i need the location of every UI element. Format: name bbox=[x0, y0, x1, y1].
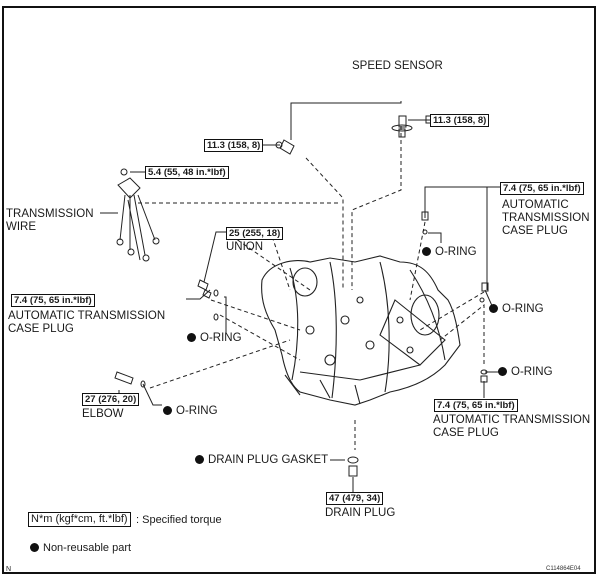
figure-code: C114864E04 bbox=[546, 566, 581, 572]
drain-plug-label: DRAIN PLUG bbox=[325, 507, 396, 519]
union-torque: 25 (255, 18) bbox=[226, 227, 284, 240]
union-label: UNION bbox=[226, 241, 264, 253]
case-plug-left-torque: 7.4 (75, 65 in.*lbf) bbox=[11, 294, 95, 307]
transmission-wire-label: TRANSMISSION WIRE bbox=[6, 208, 94, 234]
o-ring-label-elbow: O-RING bbox=[163, 405, 218, 418]
transmission-wire-torque: 5.4 (55, 48 in.*lbf) bbox=[145, 166, 229, 179]
speed-sensor-label: SPEED SENSOR bbox=[352, 60, 443, 72]
case-plug-top-right-label-line3: CASE PLUG bbox=[502, 225, 568, 237]
legend-non-reusable-text: Non-reusable part bbox=[43, 542, 132, 554]
non-reusable-dot-icon bbox=[498, 367, 507, 376]
o-ring-label-left: O-RING bbox=[187, 332, 242, 345]
elbow-label: ELBOW bbox=[82, 408, 124, 420]
drain-plug-torque: 47 (479, 34) bbox=[326, 492, 384, 505]
o-ring-text: O-RING bbox=[435, 246, 477, 258]
transmission-wire-label-line1: TRANSMISSION bbox=[6, 208, 94, 220]
case-plug-top-right-label-line2: TRANSMISSION bbox=[502, 212, 590, 224]
legend-torque-unit: N*m (kgf*cm, ft.*lbf) bbox=[28, 512, 131, 527]
case-plug-bottom-right-torque: 7.4 (75, 65 in.*lbf) bbox=[434, 399, 518, 412]
o-ring-text: O-RING bbox=[511, 366, 553, 378]
non-reusable-dot-icon bbox=[187, 333, 196, 342]
non-reusable-dot-icon bbox=[489, 304, 498, 313]
leader-lines bbox=[100, 101, 506, 492]
o-ring-label-bottom-right: O-RING bbox=[498, 366, 553, 379]
case-plug-left-label-line1: AUTOMATIC TRANSMISSION bbox=[8, 310, 166, 322]
drain-plug-gasket-text: DRAIN PLUG GASKET bbox=[208, 454, 329, 466]
drain-plug-gasket-label: DRAIN PLUG GASKET bbox=[195, 454, 328, 467]
dashed-lines bbox=[138, 126, 485, 450]
parts bbox=[114, 115, 489, 477]
case-plug-bottom-right-label: AUTOMATIC TRANSMISSION CASE PLUG bbox=[433, 414, 590, 440]
legend-non-reusable: Non-reusable part bbox=[30, 542, 131, 555]
elbow-torque: 27 (276, 20) bbox=[82, 393, 140, 406]
o-ring-text: O-RING bbox=[502, 303, 544, 315]
o-ring-text: O-RING bbox=[176, 405, 218, 417]
case-plug-left-label-line2: CASE PLUG bbox=[8, 323, 74, 335]
transmission-wire-label-line2: WIRE bbox=[6, 221, 37, 233]
case-plug-bottom-right-label-line1: AUTOMATIC TRANSMISSION bbox=[433, 414, 591, 426]
speed-sensor-left-torque: 11.3 (158, 8) bbox=[204, 139, 264, 152]
o-ring-label-right: O-RING bbox=[489, 303, 544, 316]
corner-mark: N bbox=[6, 566, 12, 573]
o-ring-label-top-right: O-RING bbox=[422, 246, 477, 259]
transmission-body bbox=[261, 255, 461, 406]
non-reusable-dot-icon bbox=[163, 406, 172, 415]
diagram-frame bbox=[2, 6, 596, 574]
non-reusable-dot-icon bbox=[30, 543, 39, 552]
case-plug-top-right-torque: 7.4 (75, 65 in.*lbf) bbox=[500, 182, 584, 195]
speed-sensor-right-torque: 11.3 (158, 8) bbox=[430, 114, 490, 127]
case-plug-left-label: AUTOMATIC TRANSMISSION CASE PLUG bbox=[8, 310, 165, 336]
non-reusable-dot-icon bbox=[422, 247, 431, 256]
legend-torque-desc: : Specified torque bbox=[136, 514, 222, 526]
case-plug-bottom-right-label-line2: CASE PLUG bbox=[433, 427, 499, 439]
case-plug-top-right-label: AUTOMATIC TRANSMISSION CASE PLUG bbox=[502, 199, 590, 238]
non-reusable-dot-icon bbox=[195, 455, 204, 464]
o-ring-text: O-RING bbox=[200, 332, 242, 344]
case-plug-top-right-label-line1: AUTOMATIC bbox=[502, 199, 569, 211]
